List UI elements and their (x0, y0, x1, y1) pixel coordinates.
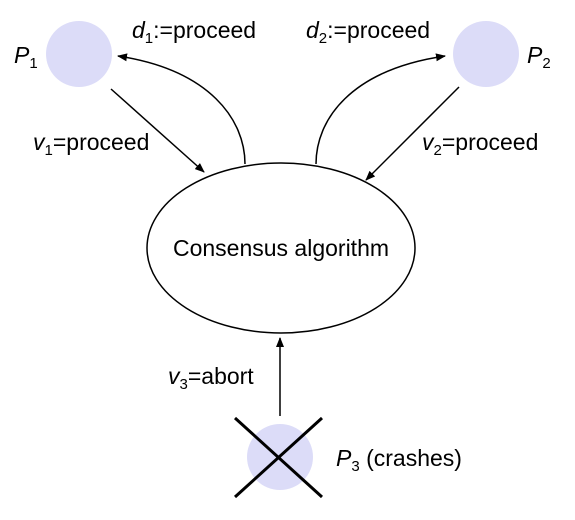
process-p2-node (453, 21, 519, 87)
edge-d2-label: d2:=proceed (306, 17, 430, 47)
consensus-algorithm-label: Consensus algorithm (173, 235, 389, 261)
process-p2-label: P2 (527, 42, 551, 72)
edge-v2-arrow (365, 86, 460, 181)
edge-d1-arrow (117, 53, 246, 165)
crash-cross-line-2 (233, 416, 324, 499)
process-p1-node (46, 21, 112, 87)
process-p1-label: P1 (14, 42, 38, 72)
edge-v2-label: v2=proceed (422, 129, 538, 159)
edge-d1-label: d1:=proceed (132, 17, 256, 47)
edge-v1-label: v1=proceed (33, 129, 149, 159)
edge-v1-arrow (110, 88, 205, 173)
edge-v3-label: v3=abort (168, 363, 254, 393)
edge-d2-arrow (315, 53, 446, 165)
process-p3-label: P3 (crashes) (336, 445, 462, 475)
consensus-algorithm-ellipse (146, 162, 416, 334)
